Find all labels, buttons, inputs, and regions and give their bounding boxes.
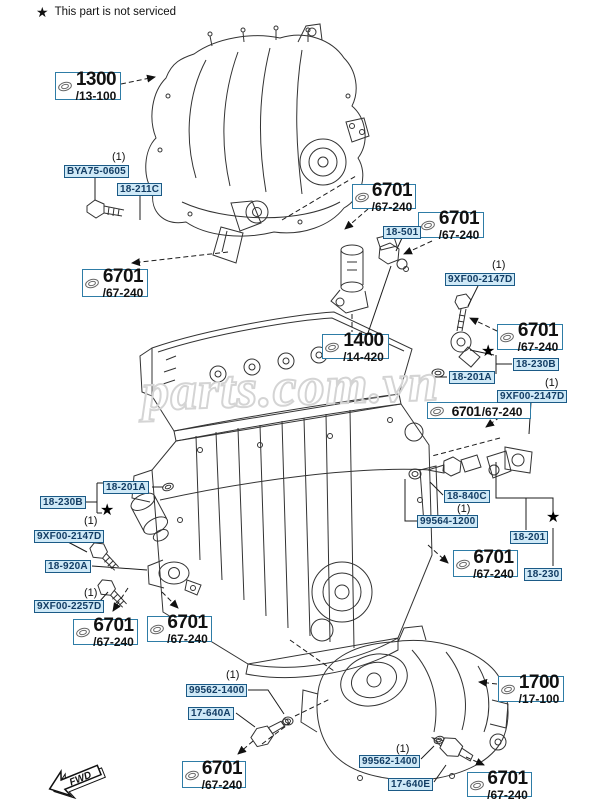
part-number: 6701 [371, 179, 413, 201]
part-number: 6701 [487, 767, 528, 789]
part-code-9xf00-2147d[interactable]: 9XF00-2147D [497, 390, 568, 403]
part-thumbnail-icon [500, 683, 516, 696]
legend-text: This part is not serviced [54, 6, 176, 18]
part-thumbnail-icon [499, 331, 515, 344]
part-thumbnail-icon [455, 557, 471, 571]
part-thumbnail-icon [429, 404, 445, 418]
part-box-1300[interactable]: 1300/13-100 [55, 69, 121, 103]
part-code-18-501[interactable]: 18-501 [383, 226, 422, 239]
part-catalog-ref: /17-100 [518, 692, 560, 706]
part-code-9xf00-2147d[interactable]: 9XF00-2147D [445, 273, 516, 286]
part-code-18-920a[interactable]: 18-920A [45, 560, 91, 573]
part-box-6701[interactable]: 6701/67-240 [497, 320, 563, 354]
part-thumbnail-icon [469, 778, 485, 792]
part-number: 1700 [518, 672, 560, 693]
part-catalog-ref: /67-240 [517, 340, 559, 354]
quantity-marker: (1) [492, 259, 506, 271]
part-thumbnail-icon [324, 340, 340, 354]
part-code-18-840c[interactable]: 18-840C [444, 490, 490, 503]
part-code-99562-1400[interactable]: 99562-1400 [186, 684, 248, 697]
part-number: 6701 [517, 320, 559, 341]
quantity-marker: (1) [84, 587, 98, 599]
part-box-6701[interactable]: 6701/67-240 [418, 208, 484, 242]
part-catalog-ref: /13-100 [75, 89, 117, 103]
part-box-6701[interactable]: 6701/67-240 [182, 757, 246, 792]
part-catalog-ref: /67-240 [93, 635, 134, 649]
fwd-label: FWD [68, 770, 93, 789]
part-number: 6701 [473, 546, 514, 568]
part-code-18-230[interactable]: 18-230 [524, 568, 563, 581]
part-code-18-201[interactable]: 18-201 [510, 531, 549, 544]
part-code-9xf00-2147d[interactable]: 9XF00-2147D [34, 530, 105, 543]
part-code-17-640e[interactable]: 17-640E [388, 778, 434, 791]
not-serviced-star-icon: ★ [546, 509, 561, 526]
part-code-99562-1400[interactable]: 99562-1400 [359, 755, 421, 768]
part-code-18-201a[interactable]: 18-201A [449, 371, 495, 384]
part-number: 6701 [102, 266, 144, 287]
part-code-18-230b[interactable]: 18-230B [513, 358, 559, 371]
part-box-6701[interactable]: 6701/67-240 [453, 546, 518, 581]
part-catalog-ref: /67-240 [438, 228, 480, 242]
quantity-marker: (1) [226, 669, 240, 681]
part-number: 6701 [93, 615, 134, 636]
part-catalog-ref: /67-240 [371, 199, 413, 214]
part-code-18-201a[interactable]: 18-201A [103, 481, 149, 494]
part-number: 1300 [75, 69, 117, 90]
part-thumbnail-icon [420, 219, 436, 232]
part-thumbnail-icon [184, 768, 200, 782]
part-box-6701[interactable]: 6701/67-240 [147, 612, 212, 646]
part-number: 1400 [343, 329, 384, 351]
quantity-marker: (1) [112, 151, 126, 163]
part-thumbnail-icon [354, 190, 370, 204]
part-catalog-ref: /67-240 [481, 404, 523, 419]
part-code-bya75-0605[interactable]: BYA75-0605 [64, 165, 129, 178]
part-code-18-211c[interactable]: 18-211C [117, 183, 163, 196]
part-catalog-ref: /67-240 [102, 286, 144, 300]
part-thumbnail-icon [84, 277, 100, 290]
part-thumbnail-icon [75, 626, 91, 639]
part-box-6701[interactable]: 6701/67-240 [427, 402, 531, 419]
part-box-6701[interactable]: 6701/67-240 [467, 767, 532, 799]
quantity-marker: (1) [396, 743, 410, 755]
fwd-arrow: FWD [34, 744, 114, 799]
part-catalog-ref: /14-420 [343, 349, 384, 364]
part-catalog-ref: /67-240 [487, 787, 528, 799]
not-serviced-star-icon: ★ [481, 343, 496, 360]
part-catalog-ref: /67-240 [167, 632, 208, 646]
part-code-9xf00-2257d[interactable]: 9XF00-2257D [34, 600, 105, 613]
part-box-6701[interactable]: 6701/67-240 [73, 615, 138, 649]
part-number: 6701 [167, 612, 208, 633]
engine-block-drawing [131, 311, 439, 679]
part-box-1700[interactable]: 1700/17-100 [498, 672, 564, 706]
transmission-drawing [300, 625, 509, 785]
quantity-marker: (1) [457, 503, 471, 515]
quantity-marker: (1) [84, 515, 98, 527]
part-box-6701[interactable]: 6701/67-240 [352, 179, 416, 213]
small-parts-drawing [86, 199, 533, 762]
part-code-99564-1200[interactable]: 99564-1200 [417, 515, 479, 528]
part-number: 6701 [438, 208, 480, 229]
part-box-1400[interactable]: 1400/14-420 [322, 329, 389, 363]
part-code-17-640a[interactable]: 17-640A [188, 707, 234, 720]
part-number: 6701 [451, 402, 482, 419]
part-box-6701[interactable]: 6701/67-240 [82, 266, 148, 300]
part-code-18-230b[interactable]: 18-230B [40, 496, 86, 509]
part-catalog-ref: /67-240 [473, 566, 514, 581]
part-thumbnail-icon [57, 80, 73, 93]
part-number: 6701 [201, 757, 243, 779]
quantity-marker: (1) [545, 377, 559, 389]
leader-lines [67, 74, 554, 783]
not-serviced-star-icon: ★ [100, 502, 115, 519]
not-serviced-legend: ★ This part is not serviced [36, 5, 176, 19]
star-icon: ★ [36, 4, 49, 20]
intake-manifold-drawing [145, 23, 370, 237]
part-catalog-ref: /67-240 [201, 777, 243, 792]
part-thumbnail-icon [149, 623, 165, 636]
